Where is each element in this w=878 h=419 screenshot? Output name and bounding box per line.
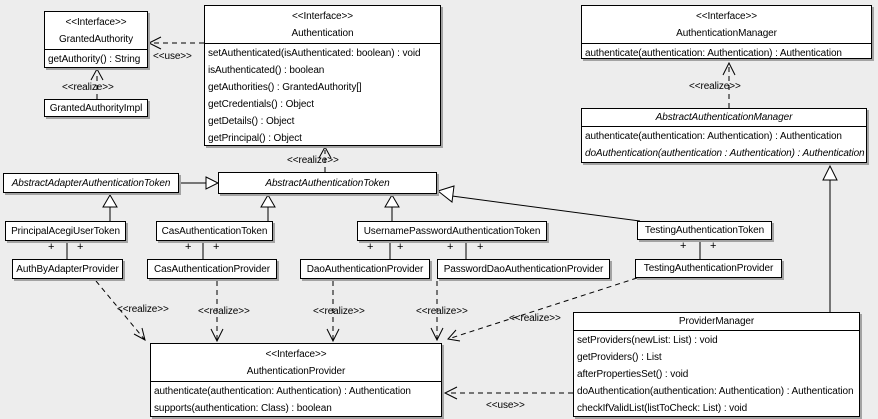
edge-label-realize: <<realize>> [62, 82, 114, 93]
method: checkIfValidList(listToCheck: List) : vo… [577, 403, 748, 414]
class-name: AbstractAuthenticationManager [582, 109, 866, 127]
class-name: ProviderManager [574, 313, 859, 331]
class-name: UsernamePasswordAuthenticationToken [363, 225, 541, 237]
class-name: AuthenticationManager [676, 28, 777, 39]
class-provider-manager: ProviderManager setProviders(newList: Li… [573, 312, 860, 417]
class-cas-authentication-provider: CasAuthenticationProvider [147, 259, 277, 279]
class-name: GrantedAuthority [59, 34, 133, 45]
edge-label-realize: <<realize>> [287, 155, 339, 166]
role-plus: + [367, 241, 374, 253]
method: supports(authentication: Class) : boolea… [154, 403, 332, 414]
class-name: GrantedAuthorityImpl [49, 102, 143, 114]
edge-label-realize: <<realize>> [509, 313, 561, 324]
role-plus: + [185, 241, 192, 253]
class-dao-authentication-provider: DaoAuthenticationProvider [300, 259, 430, 279]
class-granted-authority: <<Interface>> GrantedAuthority getAuthor… [44, 11, 148, 68]
class-name: AuthenticationProvider [246, 366, 346, 377]
edge-label-realize: <<realize>> [313, 306, 365, 317]
class-abstract-authentication-token: AbstractAuthenticationToken [218, 172, 437, 194]
role-plus: + [680, 240, 687, 252]
method: getProviders() : List [577, 352, 662, 363]
class-name: CasAuthenticationProvider [154, 263, 270, 275]
method: isAuthenticated() : boolean [208, 65, 325, 76]
class-name: TestingAuthenticationProvider [643, 263, 774, 274]
edge-generalization-adapter-token-to-abstract-token [179, 176, 220, 190]
role-plus: + [710, 240, 717, 252]
stereotype-label: <<Interface>> [292, 11, 353, 22]
class-authentication-provider: <<Interface>> AuthenticationProvider aut… [150, 343, 442, 417]
class-testing-authentication-token: TestingAuthenticationToken [637, 221, 772, 240]
class-name: TestingAuthenticationToken [644, 225, 765, 236]
method: authenticate(authentication: Authenticat… [154, 386, 411, 397]
edge-generalization-cas-token-to-abstract-token [260, 194, 276, 221]
stereotype-label: <<Interface>> [265, 349, 327, 360]
method: getAuthority() : String [48, 54, 141, 65]
edge-label-realize: <<realize>> [416, 306, 468, 317]
edge-generalization-username-token-to-abstract-token [384, 194, 400, 221]
class-name: AbstractAuthenticationToken [265, 177, 390, 189]
class-granted-authority-impl: GrantedAuthorityImpl [44, 99, 148, 117]
role-plus: + [48, 241, 55, 253]
method: getPrincipal() : Object [208, 133, 302, 144]
edge-use-provider-manager-to-authentication-provider [443, 386, 573, 400]
edge-label-realize: <<realize>> [117, 304, 169, 315]
class-password-dao-authentication-provider: PasswordDaoAuthenticationProvider [437, 259, 610, 279]
class-name: PrincipalAcegiUserToken [11, 225, 120, 237]
class-name: DaoAuthenticationProvider [306, 263, 424, 275]
class-auth-by-adapter-provider: AuthByAdapterProvider [12, 259, 123, 279]
class-cas-authentication-token: CasAuthenticationToken [156, 221, 273, 241]
class-authentication-manager: <<Interface>> AuthenticationManager auth… [581, 5, 872, 59]
stereotype-label: <<Interface>> [65, 17, 127, 28]
role-plus: + [447, 241, 454, 253]
role-plus: + [213, 241, 220, 253]
method: getDetails() : Object [208, 116, 295, 127]
method-abstract: doAuthentication(authentication : Authen… [585, 148, 865, 159]
method: getCredentials() : Object [208, 99, 314, 110]
class-name: AuthByAdapterProvider [16, 263, 119, 275]
class-name: AbstractAdapterAuthenticationToken [11, 177, 171, 189]
edge-label-realize: <<realize>> [198, 306, 250, 317]
role-plus: + [77, 241, 84, 253]
edge-label-use: <<use>> [486, 400, 525, 411]
edge-generalization-testing-token-to-abstract-token [436, 185, 641, 222]
class-name: PasswordDaoAuthenticationProvider [443, 263, 604, 275]
class-name: Authentication [291, 28, 354, 39]
method: doAuthentication(authentication: Authent… [577, 386, 854, 397]
edge-generalization-principal-token-to-adapter-token [102, 194, 118, 221]
stereotype-label: <<Interface>> [696, 11, 757, 22]
edge-use-authentication-to-granted-authority [147, 36, 204, 50]
role-plus: + [477, 241, 484, 253]
class-principal-acegi-user-token: PrincipalAcegiUserToken [5, 221, 126, 241]
class-testing-authentication-provider: TestingAuthenticationProvider [635, 259, 782, 278]
class-name: CasAuthenticationToken [161, 225, 268, 237]
method: authenticate(authentication: Authenticat… [585, 48, 842, 59]
method: getAuthorities() : GrantedAuthority[] [208, 82, 362, 93]
class-username-password-authentication-token: UsernamePasswordAuthenticationToken [357, 221, 547, 241]
edge-label-use: <<use>> [153, 51, 192, 62]
method: setProviders(newList: List) : void [577, 335, 718, 346]
role-plus: + [397, 241, 404, 253]
class-abstract-authentication-manager: AbstractAuthenticationManager authentica… [581, 108, 867, 163]
method: setAuthenticated(isAuthenticated: boolea… [208, 48, 421, 59]
class-authentication: <<Interface>> Authentication setAuthenti… [204, 5, 441, 146]
class-abstract-adapter-authentication-token: AbstractAdapterAuthenticationToken [3, 173, 179, 193]
method: authenticate(authentication: Authenticat… [585, 131, 842, 142]
edge-generalization-provider-manager-to-abstract-authentication-manager [822, 164, 838, 312]
method: afterPropertiesSet() : void [577, 369, 689, 380]
edge-label-realize: <<realize>> [689, 81, 741, 92]
